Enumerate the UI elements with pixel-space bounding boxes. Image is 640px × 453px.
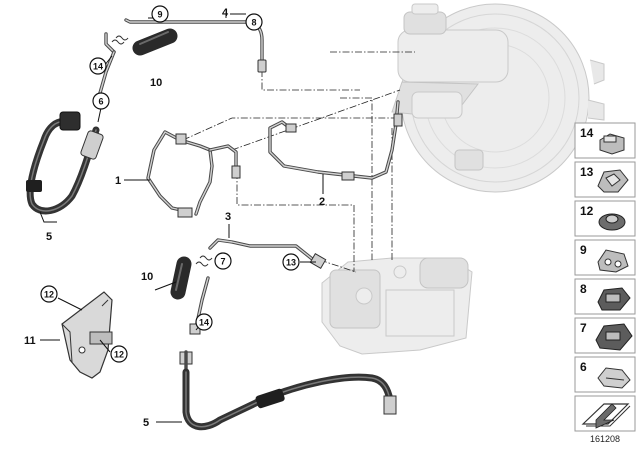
- svg-text:12: 12: [114, 350, 124, 360]
- panel-item-7: 7: [574, 317, 636, 354]
- brake-pipe-4: [104, 18, 267, 73]
- svg-text:13: 13: [286, 258, 296, 268]
- circled-callout-12-upper: 12: [40, 285, 58, 303]
- circled-callout-6: 6: [92, 92, 110, 110]
- diagram-id: 161208: [590, 434, 620, 444]
- connection-lines: [182, 51, 415, 273]
- svg-text:7: 7: [220, 257, 225, 267]
- svg-text:14: 14: [93, 62, 103, 72]
- panel-item-12: 12: [574, 200, 636, 237]
- assembly-set-icon: [574, 395, 636, 432]
- panel-item-9: 9: [574, 239, 636, 276]
- svg-text:9: 9: [157, 10, 162, 20]
- circled-callout-9: 9: [151, 5, 169, 23]
- panel-item-8: 8: [574, 278, 636, 315]
- circled-callout-8: 8: [245, 13, 263, 31]
- svg-text:6: 6: [98, 97, 103, 107]
- callout-4: 4: [222, 7, 229, 19]
- svg-text:8: 8: [251, 18, 256, 28]
- circled-callout-13: 13: [282, 253, 300, 271]
- brake-hose-5-upper: [26, 50, 116, 215]
- panel-item-6: 6: [574, 356, 636, 393]
- callout-2: 2: [319, 196, 325, 208]
- small-parts-panel: 14 13 12 9 8: [574, 122, 636, 432]
- callout-11: 11: [24, 335, 36, 347]
- svg-text:14: 14: [199, 318, 209, 328]
- svg-text:14: 14: [580, 126, 594, 140]
- callout-5-upper: 5: [46, 231, 52, 243]
- circled-callout-14-upper: 14: [89, 57, 107, 75]
- brake-booster-illustration: [391, 3, 605, 193]
- callout-10-lower: 10: [141, 271, 153, 283]
- abs-unit-illustration: [321, 257, 473, 355]
- protective-sleeve-10-lower: [170, 256, 192, 300]
- svg-text:7: 7: [580, 321, 587, 335]
- protective-sleeve-10-upper: [132, 28, 178, 56]
- svg-text:12: 12: [580, 204, 594, 218]
- circled-callout-12-lower: 12: [110, 345, 128, 363]
- svg-text:9: 9: [580, 243, 587, 257]
- callout-3: 3: [225, 211, 231, 223]
- callout-numbers: 4 10 1 2 3 5 10 11 5: [24, 7, 325, 429]
- circled-callout-7: 7: [214, 252, 232, 270]
- callout-10-upper: 10: [150, 77, 162, 89]
- circled-callouts: 9 8 14 6 7 13 14 12: [40, 5, 300, 363]
- svg-text:6: 6: [580, 360, 587, 374]
- bracket-11: [61, 291, 113, 379]
- callout-1: 1: [115, 175, 121, 187]
- panel-item-14: 14: [574, 122, 636, 159]
- brake-pipe-2: [268, 100, 403, 181]
- brake-pipe-1: [146, 130, 241, 218]
- svg-text:13: 13: [580, 165, 594, 179]
- panel-item-13: 13: [574, 161, 636, 198]
- svg-text:12: 12: [44, 290, 54, 300]
- brake-hose-5-lower: [179, 350, 397, 431]
- callout-5-lower: 5: [143, 417, 149, 429]
- svg-text:8: 8: [580, 282, 587, 296]
- circled-callout-14-lower: 14: [195, 313, 213, 331]
